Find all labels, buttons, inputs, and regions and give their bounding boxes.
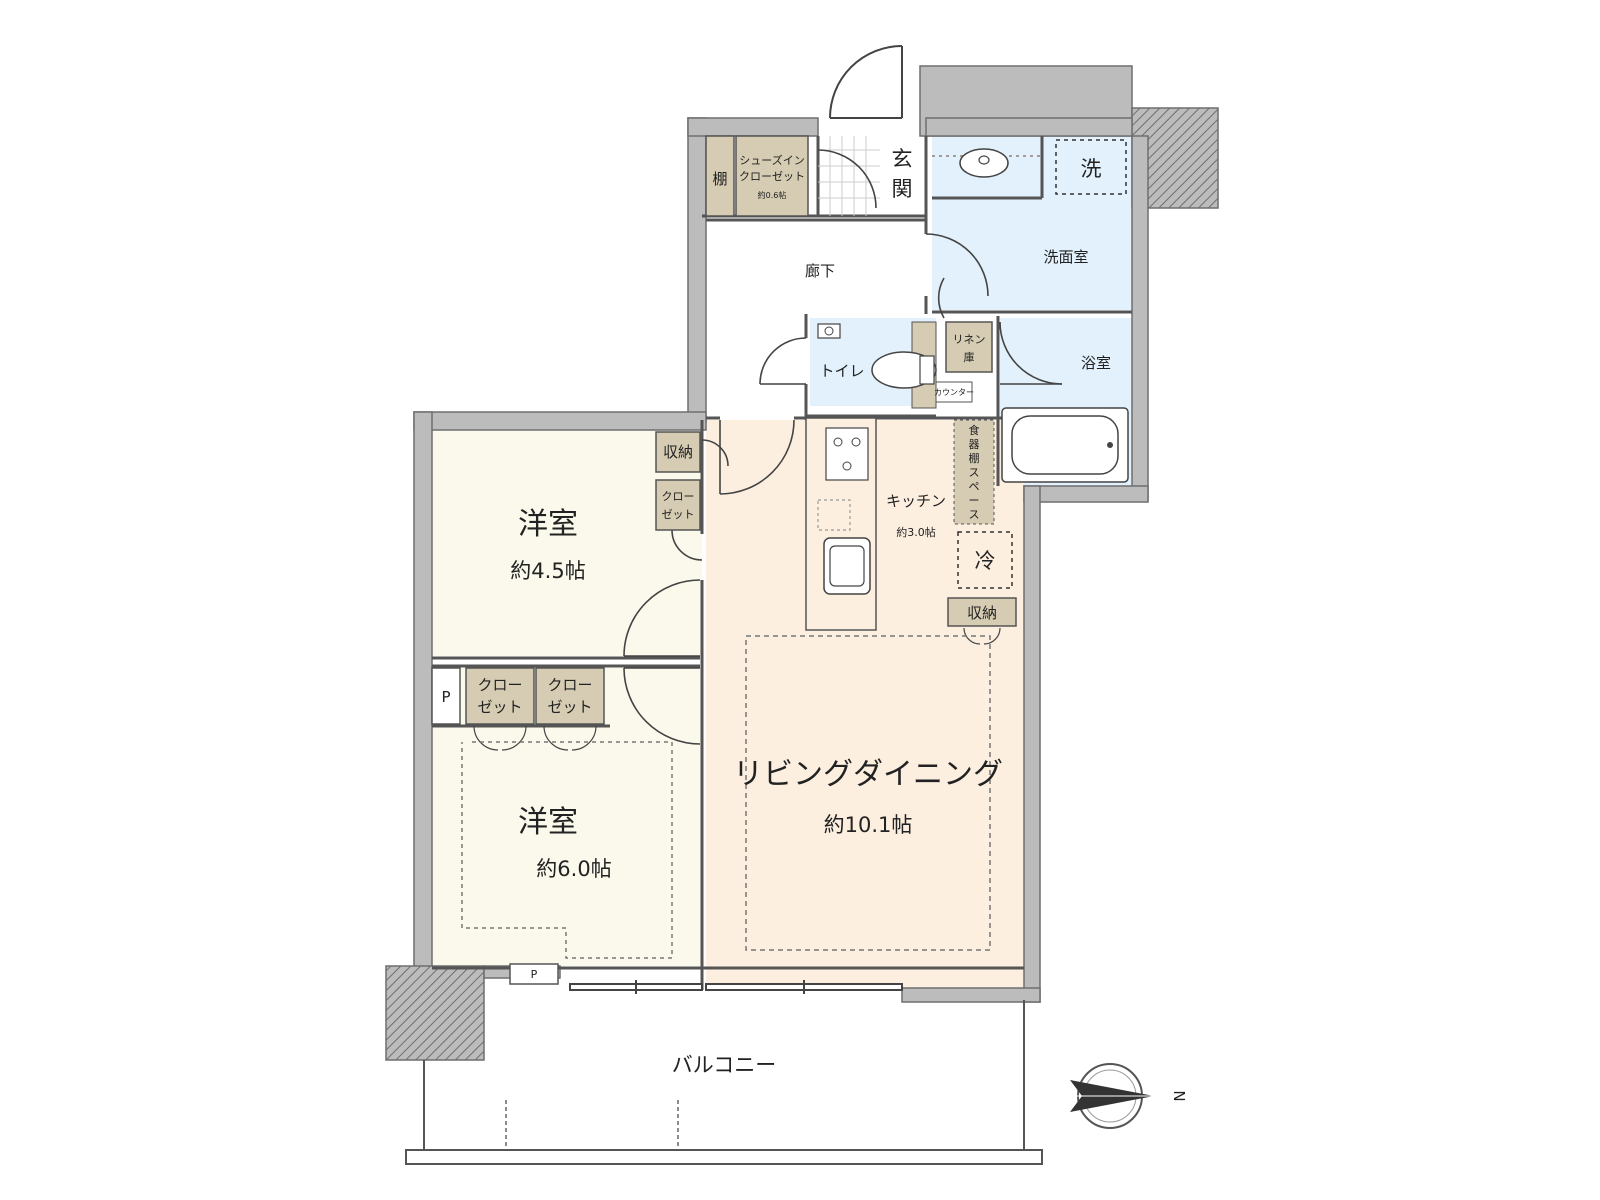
kitchen-storage [947,597,1017,627]
balcony: バルコニー [405,1000,1043,1165]
wall-left-step [413,411,707,431]
closet-b-line1: クロー [547,676,592,694]
fridge-label: 冷 [975,549,996,573]
bathtub [1001,407,1129,483]
living-size: 約10.1帖 [824,813,913,837]
pipe-space-side [431,667,461,725]
closet-small-line1: クロー [662,490,695,503]
shoes-closet-line2: クローゼット [739,170,805,183]
counter [935,381,973,403]
toilet-label: トイレ [819,362,864,380]
column-bottom-left [385,965,485,1061]
storage-small-label: 収納 [663,443,693,461]
balcony-label: バルコニー [672,1053,777,1077]
kitchen-label: キッチン [886,492,946,510]
shelf-label: 棚 [712,170,727,188]
dish-shelf-char-5: ー [969,494,980,507]
storage-small [655,431,701,473]
entrance-door[interactable] [829,45,903,119]
closet-b [535,667,605,725]
corridor-lower-floor [706,314,810,416]
dish-shelf-space [953,419,995,525]
closet-small-line2: ゼット [662,508,695,521]
living-dining-area [745,635,991,951]
dish-shelf-char-4: ペ [969,480,980,493]
closet-a-line2: ゼット [477,698,522,716]
closet-small [655,479,701,531]
shoes-closet-size: 約0.6帖 [758,190,787,200]
western2-label: 洋室 [518,805,578,840]
western2-dashed-area [461,741,673,959]
sliding-windows [569,980,903,994]
wall-upper-left [687,117,707,423]
kitchen-storage-label: 収納 [967,604,997,622]
western1-size: 約4.5帖 [510,559,585,583]
dish-shelf-char-3: ス [969,466,980,479]
washroom-label: 洗面室 [1043,248,1088,266]
wash-basin [932,148,1040,178]
living-label: リビングダイニング [733,757,1003,792]
north-label: N [1170,1090,1188,1101]
genkan-label-1: 玄 [892,147,913,171]
genkan-tile [818,136,880,216]
closet-a-line1: クロー [477,676,522,694]
genkan-floor [818,136,926,216]
pipe-space-bottom-label: P [531,968,538,981]
wall-right-lower [1023,485,1041,1003]
western2-size: 約6.0帖 [536,857,611,881]
balcony-floor [424,1006,1034,1154]
linen-closet [945,321,993,373]
partitions [432,136,1132,990]
wall-bottom-right [901,987,1041,1003]
door-swings [623,149,1063,745]
counter-label: カウンター [934,388,974,397]
wall-left [413,411,433,973]
wall-top-right [925,117,1133,137]
dish-shelf-char-0: 食 [969,423,980,437]
dish-shelf-char-6: ス [969,508,980,521]
closet-b-line2: ゼット [547,698,592,716]
wall-right-upper [1131,135,1149,501]
closet-doors [473,725,597,751]
washer-space [1055,139,1127,195]
pipe-space-bottom [509,963,559,985]
wall-top [687,117,819,137]
western1-label: 洋室 [518,507,578,542]
shoes-closet: 棚 シューズイン クローゼット 約0.6帖 [705,135,809,217]
washer-label: 洗 [1081,157,1102,181]
linen-label-1: リネン [953,333,986,346]
toilet-fixture [817,321,937,409]
wall-right-step [1023,485,1149,503]
corridor-label: 廊下 [805,262,835,280]
fridge-space [957,531,1013,589]
shoes-closet-line1: シューズイン [739,153,804,167]
kitchen-size: 約3.0帖 [896,525,936,539]
linen-label-2: 庫 [964,350,975,364]
genkan-label-2: 関 [892,177,913,201]
corridor-floor [706,222,926,314]
compass-icon [1070,1063,1154,1129]
closet-a [465,667,535,725]
dish-shelf-char-2: 棚 [969,451,980,465]
kitchen-storage-doors [963,627,1001,645]
kitchen-counter [805,417,877,631]
dish-shelf-char-1: 器 [969,438,980,451]
bath-label: 浴室 [1081,354,1111,372]
pipe-space-side-label: P [441,688,450,706]
